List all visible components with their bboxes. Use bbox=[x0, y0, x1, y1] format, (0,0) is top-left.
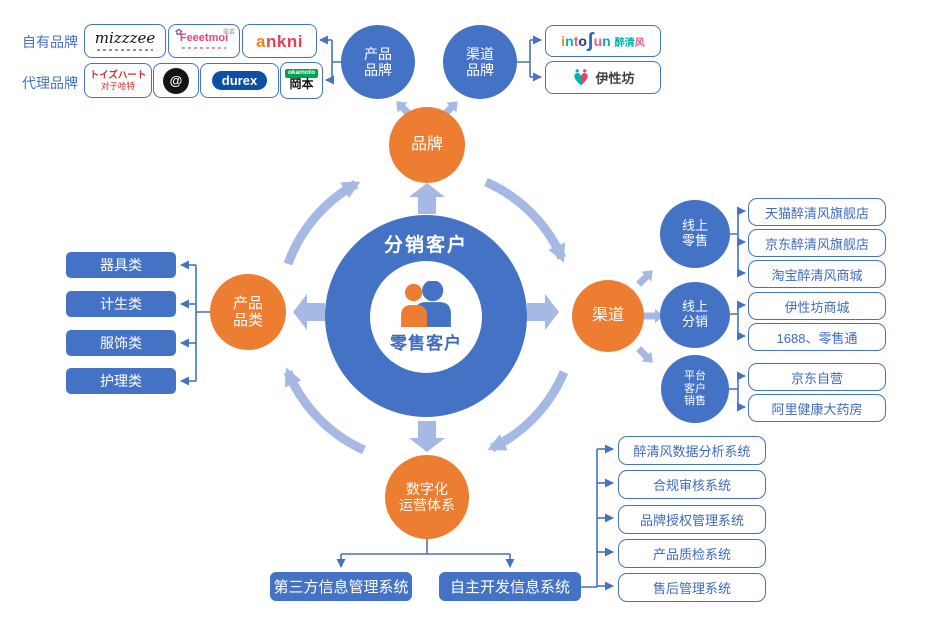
retail-customers-label: 零售客户 bbox=[390, 333, 462, 353]
bracket-online-distribution bbox=[730, 305, 739, 336]
flow-arrow-left bbox=[293, 294, 325, 330]
category-item-4: 护理类 bbox=[66, 368, 176, 394]
feeetmoi-subtext-line bbox=[182, 47, 226, 49]
yixingfang-logo: 伊性坊 bbox=[545, 61, 661, 94]
bracket-channel-brands bbox=[517, 40, 531, 77]
distribution-item-2: 1688、零售通 bbox=[748, 323, 886, 351]
feeetmoi-logo-text: Feeetmoi bbox=[179, 32, 229, 44]
feeetmoi-flower-icon: ✿ bbox=[175, 27, 183, 37]
node-channel-brand: 渠道 品牌 bbox=[443, 25, 517, 99]
system-item-4: 产品质检系统 bbox=[618, 539, 766, 568]
node-product-category: 产品 品类 bbox=[210, 274, 286, 350]
node-platform-sales: 平台 客户 销售 bbox=[661, 355, 729, 423]
bracket-platform bbox=[729, 376, 739, 407]
ankni-logo: ankni bbox=[242, 24, 317, 58]
own-brands-label: 自有品牌 bbox=[22, 34, 78, 50]
platform-item-2: 阿里健康大药房 bbox=[748, 394, 886, 422]
node-product-brand: 产品 品牌 bbox=[341, 25, 415, 99]
node-online-retail: 线上 零售 bbox=[660, 200, 730, 268]
mizzzee-subtext-line bbox=[97, 49, 153, 51]
system-item-3: 品牌授权管理系统 bbox=[618, 505, 766, 534]
node-brand: 品牌 bbox=[389, 107, 465, 183]
bracket-systems bbox=[581, 449, 598, 588]
bracket-brands bbox=[331, 40, 341, 80]
flow-arrow-up bbox=[409, 183, 445, 214]
distribution-customers-label: 分销客户 bbox=[383, 235, 468, 256]
arrow-channel-to-online-retail bbox=[636, 270, 653, 287]
distribution-item-1: 伊性坊商城 bbox=[748, 292, 886, 320]
category-item-2: 计生类 bbox=[66, 291, 176, 317]
category-item-1: 器具类 bbox=[66, 252, 176, 278]
system-item-5: 售后管理系统 bbox=[618, 573, 766, 602]
system-item-1: 醉清风数据分析系统 bbox=[618, 436, 766, 465]
ankni-logo-text: ankni bbox=[256, 31, 303, 51]
node-channel: 渠道 bbox=[572, 280, 644, 352]
third-party-system-box: 第三方信息管理系统 bbox=[270, 572, 412, 601]
bracket-online-retail bbox=[730, 211, 739, 273]
feeetmoi-logo: ✿ 霏慕 Feeetmoi bbox=[168, 24, 240, 58]
flow-arrow-down bbox=[409, 421, 445, 452]
retail-item-3: 淘宝醉清风商城 bbox=[748, 260, 886, 288]
toysheart-logo-text: トイズハート bbox=[89, 69, 147, 81]
intosun-cn-text: 醉清 bbox=[614, 37, 635, 49]
retail-item-1: 天猫醉清风旗舰店 bbox=[748, 198, 886, 226]
toysheart-logo: トイズハート 对子哈特 bbox=[84, 63, 152, 98]
durex-logo-text: durex® bbox=[211, 69, 268, 90]
platform-item-1: 京东自营 bbox=[748, 363, 886, 391]
cycle-arc-bottom-right bbox=[487, 370, 569, 453]
node-digital-operation: 数字化 运营体系 bbox=[385, 455, 469, 539]
okamoto-cn-text: 岡本 bbox=[289, 76, 314, 91]
system-item-2: 合规审核系统 bbox=[618, 470, 766, 499]
bracket-digital bbox=[341, 539, 510, 555]
atball-logo: @ bbox=[153, 63, 199, 98]
two-person-silhouette-icon bbox=[401, 280, 451, 327]
yixingfang-logo-text: 伊性坊 bbox=[595, 71, 635, 86]
intosun-cn-last-char: 风 bbox=[634, 37, 645, 49]
flow-arrow-right bbox=[527, 294, 559, 330]
node-online-distribution: 线上 分销 bbox=[660, 282, 730, 348]
category-item-3: 服饰类 bbox=[66, 330, 176, 356]
mizzzee-logo: mizzzee bbox=[84, 24, 166, 58]
at-symbol-ball-icon: @ bbox=[163, 67, 189, 94]
agency-brands-label: 代理品牌 bbox=[22, 75, 78, 91]
retail-item-2: 京东醉清风旗舰店 bbox=[748, 229, 886, 257]
durex-logo: durex® bbox=[200, 63, 279, 98]
customer-hub: 分销客户 零售客户 bbox=[325, 215, 527, 417]
mizzzee-logo-text: mizzzee bbox=[94, 29, 156, 47]
bracket-categories bbox=[195, 265, 210, 381]
self-developed-system-box: 自主开发信息系统 bbox=[439, 572, 581, 601]
okamoto-logo-text: okamoto bbox=[284, 69, 319, 78]
arrow-channel-to-platform bbox=[636, 346, 653, 363]
two-figure-heart-icon bbox=[574, 68, 589, 85]
okamoto-logo: okamoto 岡本 bbox=[280, 62, 323, 99]
feeetmoi-cn-tag: 霏慕 bbox=[222, 30, 235, 36]
toysheart-cn-text: 对子哈特 bbox=[100, 81, 135, 92]
customer-hub-inner: 零售客户 bbox=[370, 261, 482, 373]
